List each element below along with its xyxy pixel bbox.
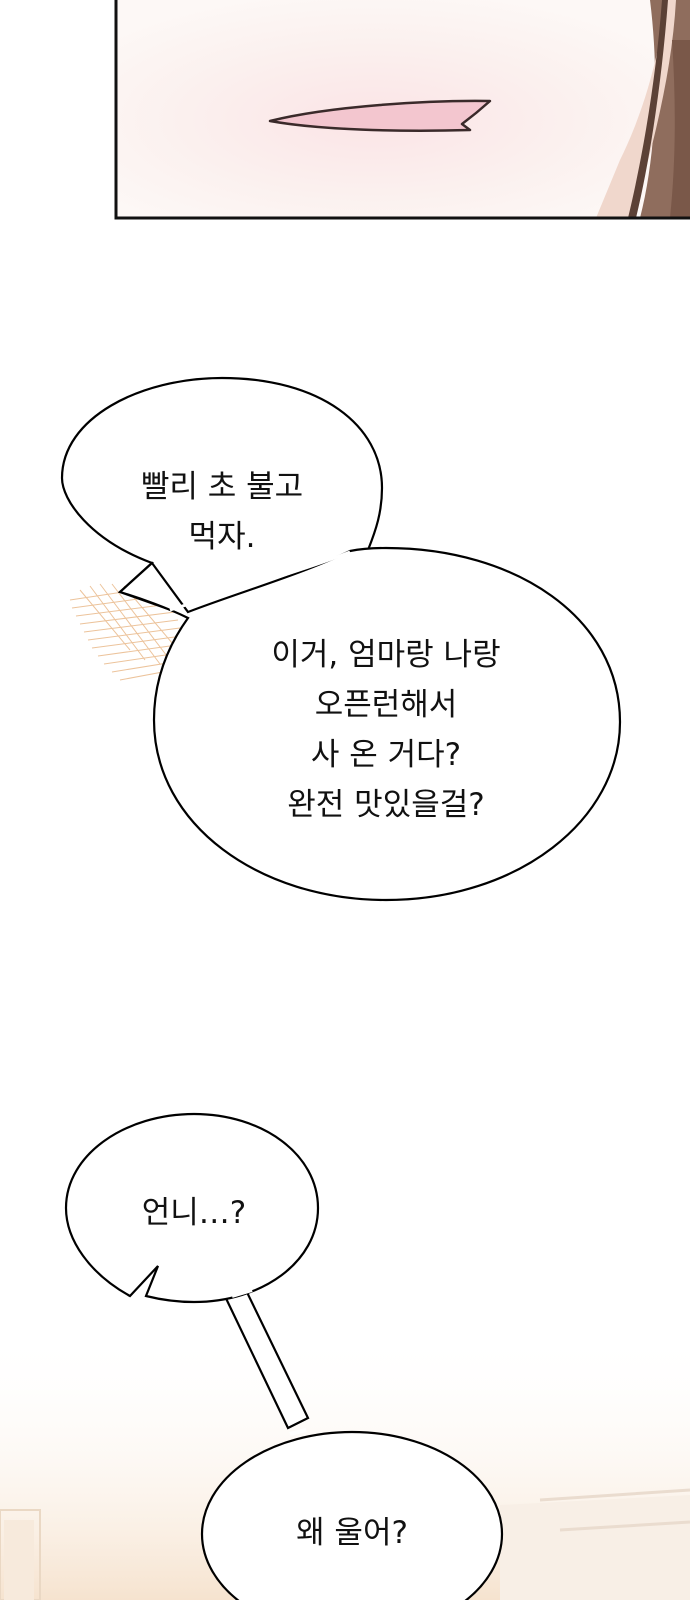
bubble-3-line-1: 언니…? — [141, 1195, 247, 1231]
top-panel — [114, 0, 690, 220]
bubble-2-line-3: 사 온 거다? — [310, 737, 462, 773]
bubble-2-line-1: 이거, 엄마랑 나랑 — [271, 637, 501, 673]
bubble-4-line-1: 왜 울어? — [296, 1515, 408, 1551]
bubble-1-text: 빨리 초 불고 먹자. — [112, 462, 332, 562]
speech-bubble-4 — [200, 1430, 504, 1600]
bubble-1-line-1: 빨리 초 불고 — [140, 469, 304, 505]
bubble-1-line-2: 먹자. — [188, 519, 256, 555]
bubble-2-text: 이거, 엄마랑 나랑 오픈런해서 사 온 거다? 완전 맛있을걸? — [236, 630, 536, 830]
speech-bubble-3 — [64, 1112, 320, 1304]
bubble-3-text: 언니…? — [104, 1188, 284, 1238]
scribble-decoration — [69, 583, 187, 681]
bubble-2-line-2: 오픈런해서 — [314, 687, 458, 723]
mouth — [268, 99, 492, 132]
panel-border — [114, 0, 690, 220]
bubble-2-line-4: 완전 맛있을걸? — [287, 787, 485, 823]
bubble-4-text: 왜 울어? — [262, 1508, 442, 1558]
speech-bubble-2 — [117, 546, 622, 902]
